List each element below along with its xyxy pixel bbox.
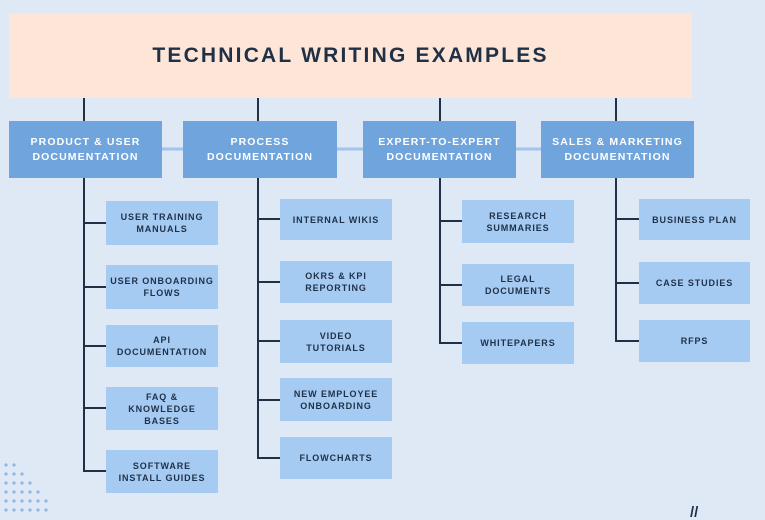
decorative-dot xyxy=(28,490,32,494)
leaf-label: RFPS xyxy=(680,336,709,346)
decorative-dot xyxy=(12,481,16,485)
decorative-dot xyxy=(36,499,40,503)
leaf-video-tutorials: VIDEO TUTORIALS xyxy=(280,320,392,363)
decorative-dot xyxy=(12,499,16,503)
leaf-label: API DOCUMENTATION xyxy=(116,335,208,357)
leaf-label: VIDEO TUTORIALS xyxy=(306,330,366,353)
leaf-label: BUSINESS PLAN xyxy=(652,214,737,225)
leaf-internal-wikis: INTERNAL WIKIS xyxy=(280,199,392,240)
title-box: TECHNICAL WRITING EXAMPLES xyxy=(9,13,692,98)
decorative-dot xyxy=(4,508,8,512)
leaf-label: FAQ & KNOWLEDGE BASES xyxy=(128,391,196,426)
decorative-dot xyxy=(36,490,40,494)
decorative-dot xyxy=(12,472,16,476)
leaf-business-plan: BUSINESS PLAN xyxy=(639,199,750,240)
category-label: PRODUCT & USER DOCUMENTATION xyxy=(30,135,141,163)
leaf-okrs-kpi-reporting: OKRS & KPI REPORTING xyxy=(280,261,392,303)
leaf-label: USER TRAINING MANUALS xyxy=(120,212,204,234)
decorative-dot xyxy=(20,490,24,494)
decorative-dot xyxy=(20,499,24,503)
decorative-dot xyxy=(28,481,32,485)
decorative-dot xyxy=(12,508,16,512)
decorative-dot xyxy=(4,499,8,503)
leaf-label: RESEARCH SUMMARIES xyxy=(486,210,550,233)
decorative-dot xyxy=(12,463,16,467)
decorative-dot xyxy=(12,490,16,494)
leaf-legal-documents: LEGAL DOCUMENTS xyxy=(462,264,574,306)
leaf-rfps: RFPS xyxy=(639,320,750,362)
decorative-dot xyxy=(36,508,40,512)
leaf-research-summaries: RESEARCH SUMMARIES xyxy=(462,200,574,243)
leaf-label: USER ONBOARDING FLOWS xyxy=(110,276,214,298)
decorative-dot xyxy=(4,481,8,485)
decorative-dots xyxy=(4,463,48,512)
leaf-new-employee-onboarding: NEW EMPLOYEE ONBOARDING xyxy=(280,378,392,421)
leaf-label: WHITEPAPERS xyxy=(480,338,556,348)
leaf-label: FLOWCHARTS xyxy=(299,453,373,463)
leaf-user-onboarding-flows: USER ONBOARDING FLOWS xyxy=(106,265,218,309)
leaf-user-training-manuals: USER TRAINING MANUALS xyxy=(106,201,218,245)
decorative-dot xyxy=(20,472,24,476)
decorative-dot xyxy=(20,481,24,485)
leaf-label: INTERNAL WIKIS xyxy=(292,214,380,225)
leaf-label: NEW EMPLOYEE ONBOARDING xyxy=(293,388,379,411)
category-sales-marketing-documentation: SALES & MARKETING DOCUMENTATION xyxy=(541,121,694,178)
decorative-dot xyxy=(4,463,8,467)
decorative-dot xyxy=(4,490,8,494)
decorative-dot xyxy=(28,499,32,503)
category-expert-to-expert-documentation: EXPERT-TO-EXPERT DOCUMENTATION xyxy=(363,121,516,178)
category-label: EXPERT-TO-EXPERT DOCUMENTATION xyxy=(378,135,501,163)
diagram-title: TECHNICAL WRITING EXAMPLES xyxy=(152,43,549,67)
category-label: SALES & MARKETING DOCUMENTATION xyxy=(552,135,683,163)
decorative-dot xyxy=(44,499,48,503)
category-process-documentation: PROCESS DOCUMENTATION xyxy=(183,121,337,178)
category-label: PROCESS DOCUMENTATION xyxy=(206,135,314,163)
leaf-faq-knowledge-bases: FAQ & KNOWLEDGE BASES xyxy=(106,387,218,430)
leaf-whitepapers: WHITEPAPERS xyxy=(462,322,574,364)
leaf-label: LEGAL DOCUMENTS xyxy=(484,274,552,296)
decorative-dot xyxy=(20,508,24,512)
leaf-label: CASE STUDIES xyxy=(655,278,734,288)
decorative-dot xyxy=(44,508,48,512)
leaf-api-documentation: API DOCUMENTATION xyxy=(106,325,218,367)
category-product-user-documentation: PRODUCT & USER DOCUMENTATION xyxy=(9,121,162,178)
decorative-dot xyxy=(28,508,32,512)
brand-logo-text: // xyxy=(690,505,699,520)
leaf-flowcharts: FLOWCHARTS xyxy=(280,437,392,479)
decorative-dot xyxy=(4,472,8,476)
leaf-label: OKRS & KPI REPORTING xyxy=(305,271,367,293)
leaf-software-install-guides: SOFTWARE INSTALL GUIDES xyxy=(106,450,218,493)
leaf-label: SOFTWARE INSTALL GUIDES xyxy=(118,460,206,483)
brand-logo: // xyxy=(690,505,765,520)
leaf-case-studies: CASE STUDIES xyxy=(639,262,750,304)
